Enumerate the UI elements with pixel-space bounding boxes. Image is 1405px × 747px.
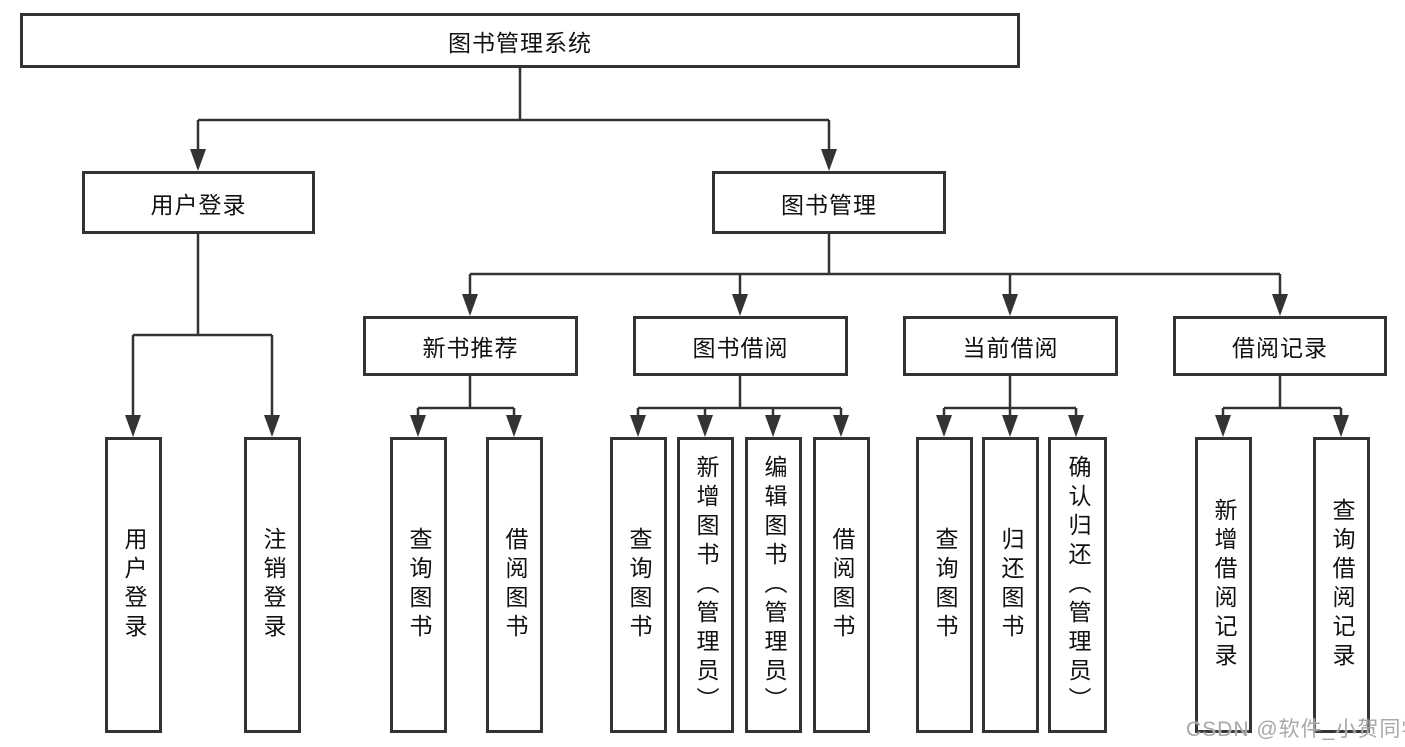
leaf-nb-query-books: 查询图书 [390, 437, 447, 733]
leaf-bb-query-books-label: 查询图书 [626, 527, 652, 643]
leaf-bb-edit-books-label: 编辑图书（管理员） [761, 454, 787, 716]
node-current-borrow: 当前借阅 [903, 316, 1118, 376]
leaf-bb-edit-books: 编辑图书（管理员） [745, 437, 802, 733]
leaf-bb-add-books: 新增图书（管理员） [677, 437, 734, 733]
leaf-user-login-label: 用户登录 [121, 527, 147, 643]
leaf-cb-query-books-label: 查询图书 [932, 527, 958, 643]
node-book-management: 图书管理 [712, 171, 946, 234]
node-book-borrow-label: 图书借阅 [692, 335, 789, 361]
leaf-user-login: 用户登录 [105, 437, 162, 733]
leaf-cb-return-books: 归还图书 [982, 437, 1039, 733]
leaf-bb-borrow-books: 借阅图书 [813, 437, 870, 733]
node-borrow-records: 借阅记录 [1173, 316, 1387, 376]
leaf-br-add-record: 新增借阅记录 [1195, 437, 1252, 733]
node-borrow-records-label: 借阅记录 [1232, 335, 1328, 361]
leaf-cb-confirm-return-label: 确认归还（管理员） [1065, 454, 1091, 716]
node-book-borrow: 图书借阅 [633, 316, 848, 376]
node-current-borrow-label: 当前借阅 [962, 335, 1059, 361]
leaf-cb-query-books: 查询图书 [916, 437, 973, 733]
leaf-bb-query-books: 查询图书 [610, 437, 667, 733]
leaf-br-query-record-label: 查询借阅记录 [1329, 498, 1355, 672]
node-book-management-label: 图书管理 [781, 191, 877, 218]
leaf-nb-borrow-books-label: 借阅图书 [502, 527, 528, 643]
node-new-book-recommend-label: 新书推荐 [422, 335, 519, 361]
node-root-label: 图书管理系统 [448, 29, 592, 56]
node-root: 图书管理系统 [20, 13, 1020, 68]
csdn-watermark: CSDN @软件_小贺同学 [1186, 718, 1405, 741]
node-user-login-label: 用户登录 [150, 191, 247, 218]
leaf-bb-add-books-label: 新增图书（管理员） [693, 454, 719, 716]
leaf-bb-borrow-books-label: 借阅图书 [829, 527, 855, 643]
leaf-nb-query-books-label: 查询图书 [406, 527, 432, 643]
leaf-logout: 注销登录 [244, 437, 301, 733]
leaf-cb-confirm-return: 确认归还（管理员） [1048, 437, 1107, 733]
leaf-cb-return-books-label: 归还图书 [998, 527, 1024, 643]
leaf-logout-label: 注销登录 [260, 527, 286, 643]
leaf-br-add-record-label: 新增借阅记录 [1211, 498, 1237, 672]
leaf-nb-borrow-books: 借阅图书 [486, 437, 543, 733]
leaf-br-query-record: 查询借阅记录 [1313, 437, 1370, 733]
node-new-book-recommend: 新书推荐 [363, 316, 578, 376]
node-user-login: 用户登录 [82, 171, 315, 234]
